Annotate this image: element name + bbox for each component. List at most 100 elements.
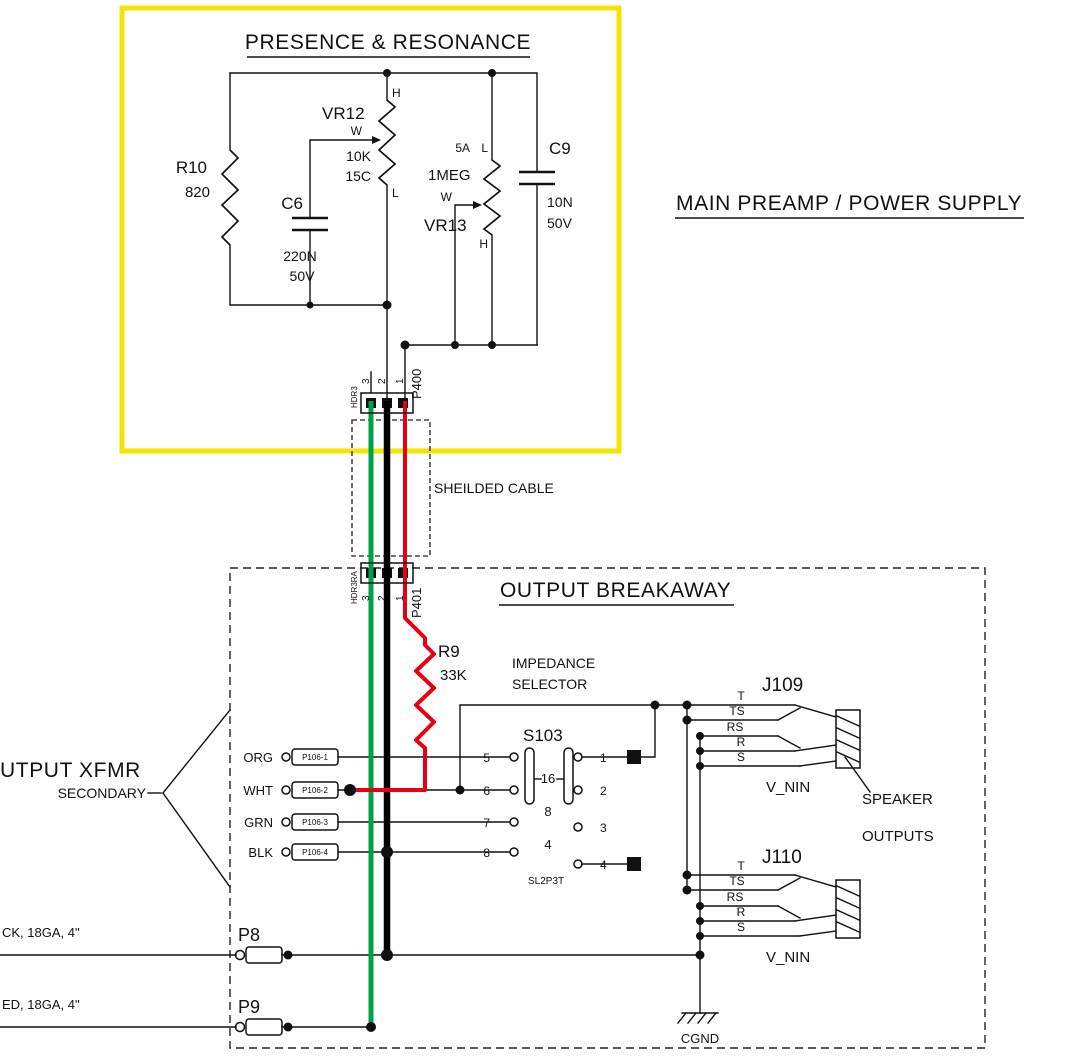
p106-1-terminal: [281, 748, 339, 766]
j109-ref-label: J109: [762, 675, 803, 696]
vr12-potentiometer: [377, 99, 397, 186]
c9-rating-label: 50V: [547, 215, 573, 231]
xfmr-secondary-bracket: [147, 709, 231, 888]
p401-connector: [360, 562, 414, 584]
breakaway-box-title: OUTPUT BREAKAWAY: [500, 579, 731, 602]
vr13-pin-l-label: L: [481, 141, 488, 155]
r9-ref-label: R9: [438, 642, 460, 661]
c9-capacitor: [519, 170, 555, 186]
vr12-pin-w-label: W: [351, 124, 363, 138]
p400-ref-label: P400: [409, 369, 424, 399]
c6-rating-label: 50V: [290, 268, 316, 284]
main-preamp-label: MAIN PREAMP / POWER SUPPLY: [676, 192, 1022, 215]
p400-pin2-label: 2: [377, 378, 388, 384]
j109-rs-label: RS: [727, 720, 744, 734]
lead-wht-label: WHT: [243, 783, 273, 798]
s103-pin1-pad: [627, 750, 641, 764]
p106-2-label: P106-2: [302, 786, 328, 795]
shielded-cable-box: [351, 419, 431, 557]
output-breakaway-box: [229, 567, 986, 1049]
j109-t-label: T: [737, 689, 745, 703]
vr12-value-label: 10K: [346, 148, 372, 164]
j109-r-label: R: [737, 735, 746, 749]
p8-wire-label: CK, 18GA, 4": [2, 925, 80, 940]
p400-connector: [360, 392, 414, 414]
vr12-ref-label: VR12: [322, 104, 365, 123]
j109-terminal-wires: [686, 704, 837, 767]
p106-2-terminal: [281, 781, 339, 799]
preamp-box-title: PRESENCE & RESONANCE: [245, 31, 531, 54]
s103-right-pin3-label: 3: [600, 821, 607, 835]
s103-left-pin7-label: 7: [483, 816, 490, 830]
s103-tap-16-label: 16: [541, 771, 555, 786]
speaker-label-1: SPEAKER: [862, 791, 933, 808]
vr13-wiper-arrow: [473, 201, 482, 209]
xfmr-label: UTPUT XFMR: [0, 759, 141, 782]
p400-pin1-label: 1: [395, 378, 406, 384]
vr12-wiper-arrow: [372, 136, 381, 144]
p401-ref-label: P401: [409, 588, 424, 618]
c9-ref-label: C9: [549, 139, 571, 158]
j110-terminal-wires: [686, 874, 837, 937]
p106-4-label: P106-4: [302, 848, 328, 857]
j109-ts-label: TS: [729, 704, 744, 718]
p8-terminal: [234, 946, 283, 964]
s103-right-pin1-label: 1: [600, 751, 607, 765]
s103-left-pin6-label: 6: [483, 784, 490, 798]
r10-resistor: [220, 149, 240, 246]
r10-value-label: 820: [185, 184, 210, 201]
j109-s-label: S: [737, 750, 745, 764]
s103-right-pin2-label: 2: [600, 784, 607, 798]
s103-type-label2: SL2P3T: [528, 876, 564, 887]
c6-value-label: 220N: [283, 248, 316, 264]
j109-net-label: V_NIN: [766, 779, 810, 796]
vr13-potentiometer: [482, 159, 502, 236]
c6-ref-label: C6: [281, 194, 303, 213]
impedance-selector-switch: [509, 747, 641, 871]
p401-footprint-label: HDR3RA: [350, 570, 359, 604]
p106-4-terminal: [281, 843, 339, 861]
s103-tap-8-label: 8: [544, 804, 551, 819]
speaker-pointer-line: [844, 756, 871, 793]
j110-ref-label: J110: [762, 847, 802, 868]
vr12-pin-l-label: L: [392, 186, 399, 200]
preamp-wires: [229, 72, 538, 399]
p106-3-terminal: [281, 813, 339, 831]
p400-footprint-label: HDR3: [350, 386, 359, 408]
s103-left-pin5-label: 5: [483, 751, 490, 765]
p401-pin1-label: 1: [395, 595, 406, 601]
vr13-value-label: 1MEG: [428, 167, 471, 184]
s103-pin4-pad: [627, 857, 641, 871]
s103-tap-4-label: 4: [544, 837, 551, 852]
p9-wire-label: ED, 18GA, 4": [2, 997, 80, 1012]
junction-dots: [283, 69, 705, 1032]
c6-capacitor: [292, 216, 328, 232]
vr13-pin-w-label: W: [441, 190, 453, 204]
j110-jack: [835, 879, 861, 939]
wire-red-and-r9-resistor: [350, 401, 436, 792]
j110-s-label: S: [737, 920, 745, 934]
j109-jack: [835, 709, 861, 769]
impedance-selector-title-2: SELECTOR: [512, 676, 587, 692]
r10-ref-label: R10: [176, 158, 207, 177]
vr13-ref-label: VR13: [424, 216, 467, 235]
lead-blk-label: BLK: [248, 845, 273, 860]
vr12-pin-h-label: H: [392, 86, 401, 100]
shielded-cable-label: SHEILDED CABLE: [434, 480, 554, 496]
p106-3-label: P106-3: [302, 818, 328, 827]
p106-1-label: P106-1: [302, 753, 328, 762]
c9-value-label: 10N: [547, 194, 573, 210]
j110-net-label: V_NIN: [766, 949, 810, 966]
p8-ref-label: P8: [238, 925, 260, 945]
p401-pin3-label: 3: [361, 595, 372, 601]
vr13-pin-h-label: H: [479, 237, 488, 251]
j110-r-label: R: [737, 905, 746, 919]
speaker-label-2: OUTPUTS: [862, 828, 934, 845]
xfmr-secondary-label: SECONDARY: [58, 785, 147, 801]
p400-pin3-label: 3: [361, 378, 372, 384]
s103-right-pin4-label: 4: [600, 858, 607, 872]
j110-t-label: T: [737, 859, 745, 873]
